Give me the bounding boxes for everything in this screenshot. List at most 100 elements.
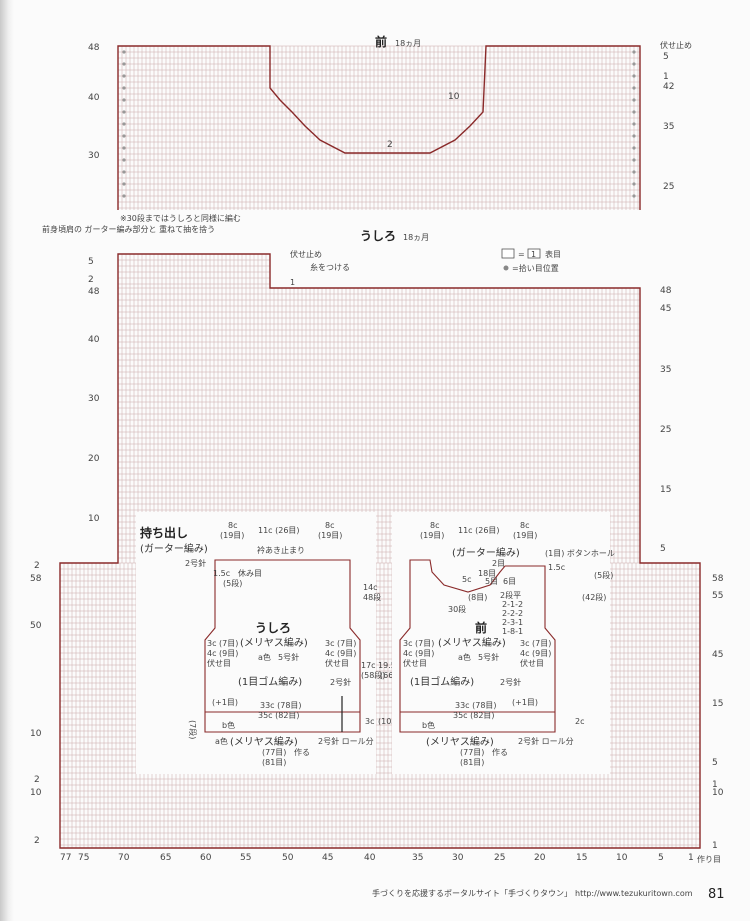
back-b33: 33c (78目) <box>260 701 302 710</box>
back-h195: 19.5c <box>378 661 400 670</box>
back-side-r1: 3c (7目) <box>325 639 356 648</box>
back-mochi: 持ち出し <box>140 525 188 540</box>
back-side-l3: 伏せ目 <box>207 658 231 668</box>
front-mark-25: 25 <box>663 182 674 192</box>
front-c2: 2目 <box>492 559 505 568</box>
back-rest: 休み目 <box>238 568 262 578</box>
pick-dot <box>122 86 126 90</box>
front-c5: 5c <box>462 575 472 584</box>
legend-eq: = <box>518 250 525 259</box>
back-side-r3: 伏せ目 <box>325 658 349 668</box>
back-mark-48: 48 <box>660 286 672 296</box>
front-r2: 2-2-2 <box>502 609 523 618</box>
pick-dot <box>632 158 636 162</box>
back-outline <box>59 253 701 849</box>
x-tick-label: 25 <box>494 853 505 863</box>
front-side-r2: 4c (9目) <box>520 649 551 658</box>
back-castoff: 伏せ止め <box>290 249 322 259</box>
legend-one: 1 <box>531 250 536 259</box>
front-row-30: 30 <box>88 151 100 161</box>
back-stock: (メリヤス編み) <box>230 735 298 748</box>
back-top3b: (19目) <box>318 531 342 540</box>
back-mark-1b: 1 <box>712 841 718 851</box>
front-chart: 前 18ヵ月 48 40 30 伏せ止め 5 1 42 35 25 10 2 ※… <box>88 34 692 223</box>
back-mark-58: 58 <box>712 574 724 584</box>
back-top1b: (19目) <box>220 531 244 540</box>
back-top1: 8c <box>228 521 238 530</box>
back-mark-1: 1 <box>712 780 718 790</box>
x-tick-label: 5 <box>658 853 664 863</box>
front-mark-1: 1 <box>663 72 669 82</box>
back-mark-35: 35 <box>660 365 671 375</box>
front-side-l2: 4c (9目) <box>403 649 434 658</box>
front-row-48: 48 <box>88 43 100 53</box>
front-c18: 18目 <box>478 569 496 578</box>
footer-site: 手づくりを応援するポータルサイト「手づくりタウン」 <box>372 888 572 898</box>
pick-dot <box>122 182 126 186</box>
back-row-20: 20 <box>88 454 100 464</box>
back-needle2: 2号針 <box>185 558 206 568</box>
pick-dot <box>122 62 126 66</box>
pick-dot <box>632 50 636 54</box>
back-chart: うしろ 18ヵ月 前身頃肩の ガーター編み部分と 重ねて抽を捨う 伏せ止め 糸を… <box>30 224 724 864</box>
x-tick-label: 55 <box>240 853 251 863</box>
front-c2c: 2c <box>575 717 585 726</box>
front-c15: 1.5c <box>548 563 565 572</box>
x-tick-label: 20 <box>534 853 546 863</box>
back-h48: 48段 <box>363 592 381 602</box>
pick-dot <box>632 98 636 102</box>
back-row-2c: 2 <box>34 775 40 785</box>
x-tick-label: 70 <box>118 853 130 863</box>
front-r3: 2-3-1 <box>502 618 523 627</box>
pick-dot <box>122 110 126 114</box>
front-top2: 11c (26目) <box>458 526 500 535</box>
front-top1: 8c <box>430 521 440 530</box>
front-plus1: (+1目) <box>512 698 538 707</box>
back-color-a: a色 <box>258 652 271 662</box>
x-tick-label: 45 <box>322 853 333 863</box>
front-outline <box>117 45 641 210</box>
back-h17: 17c <box>361 661 376 670</box>
front-side-l1: 3c (7目) <box>403 639 434 648</box>
front-r1: 2-1-2 <box>502 600 523 609</box>
back-c5: (5段) <box>223 578 242 588</box>
back-title: うしろ <box>360 229 396 243</box>
front-schematic-bg <box>392 512 610 774</box>
x-tick-label: 35 <box>412 853 423 863</box>
pick-dot <box>632 86 636 90</box>
back-bottom-label: 作り目 <box>697 854 721 864</box>
pick-dot <box>632 146 636 150</box>
front-r4: 1-8-1 <box>502 627 523 636</box>
front-row-40: 40 <box>88 93 100 103</box>
front-mark-42: 42 <box>663 82 674 92</box>
pick-dot <box>632 110 636 114</box>
legend-box <box>501 248 515 259</box>
back-mark-15: 15 <box>660 485 671 495</box>
back-h58: (58段) <box>361 670 385 680</box>
legend-dot-icon <box>503 265 509 271</box>
front-color-a: a色 <box>458 652 471 662</box>
back-mark-1: 1 <box>290 278 295 287</box>
back-garter: (ガーター編み) <box>140 542 208 555</box>
back-side-l1: 3c (7目) <box>207 639 238 648</box>
back-roll: 2号針 ロール分 <box>318 736 374 746</box>
back-bcolor: b色 <box>222 720 235 730</box>
back-schem-title: うしろ <box>255 621 291 635</box>
back-side-r2: 4c (9目) <box>325 649 356 658</box>
back-row-48: 48 <box>88 287 100 297</box>
back-plus1: (+1目) <box>212 698 238 707</box>
front-title: 前 <box>375 34 387 49</box>
pick-dot <box>122 170 126 174</box>
front-schematic: 8c (19目) 11c (26目) 8c (19目) (ガーター編み) (1目… <box>392 512 615 774</box>
front-c6m: 6目 <box>503 577 516 586</box>
pick-dot <box>122 122 126 126</box>
back-mark-5: 5 <box>660 544 666 554</box>
x-tick-label: 50 <box>282 853 294 863</box>
front-side-r3: 伏せ目 <box>520 658 544 668</box>
front-needle5: 5号針 <box>478 652 499 662</box>
front-inner-2: 2 <box>387 140 393 150</box>
front-rib: (1目ゴム編み) <box>410 675 474 688</box>
back-top2: 11c (26目) <box>258 526 300 535</box>
x-tick-label: 1 <box>688 853 694 863</box>
